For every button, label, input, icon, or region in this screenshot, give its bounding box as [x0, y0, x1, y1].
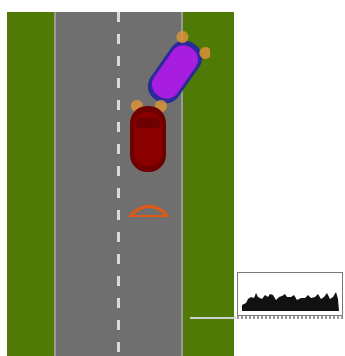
- sensor-line: [190, 317, 236, 319]
- terrain-silhouette-icon: [238, 273, 342, 315]
- grass-left: [7, 12, 54, 356]
- minimap-panel: [237, 272, 343, 316]
- orange-arc-marker-icon: [127, 200, 171, 220]
- minimap-baseline: [237, 316, 343, 319]
- other-car: [124, 96, 172, 176]
- center-lane-line: [117, 12, 120, 356]
- target-marker: [127, 200, 171, 220]
- red-car-icon: [124, 96, 172, 176]
- road-edge-left: [54, 12, 56, 356]
